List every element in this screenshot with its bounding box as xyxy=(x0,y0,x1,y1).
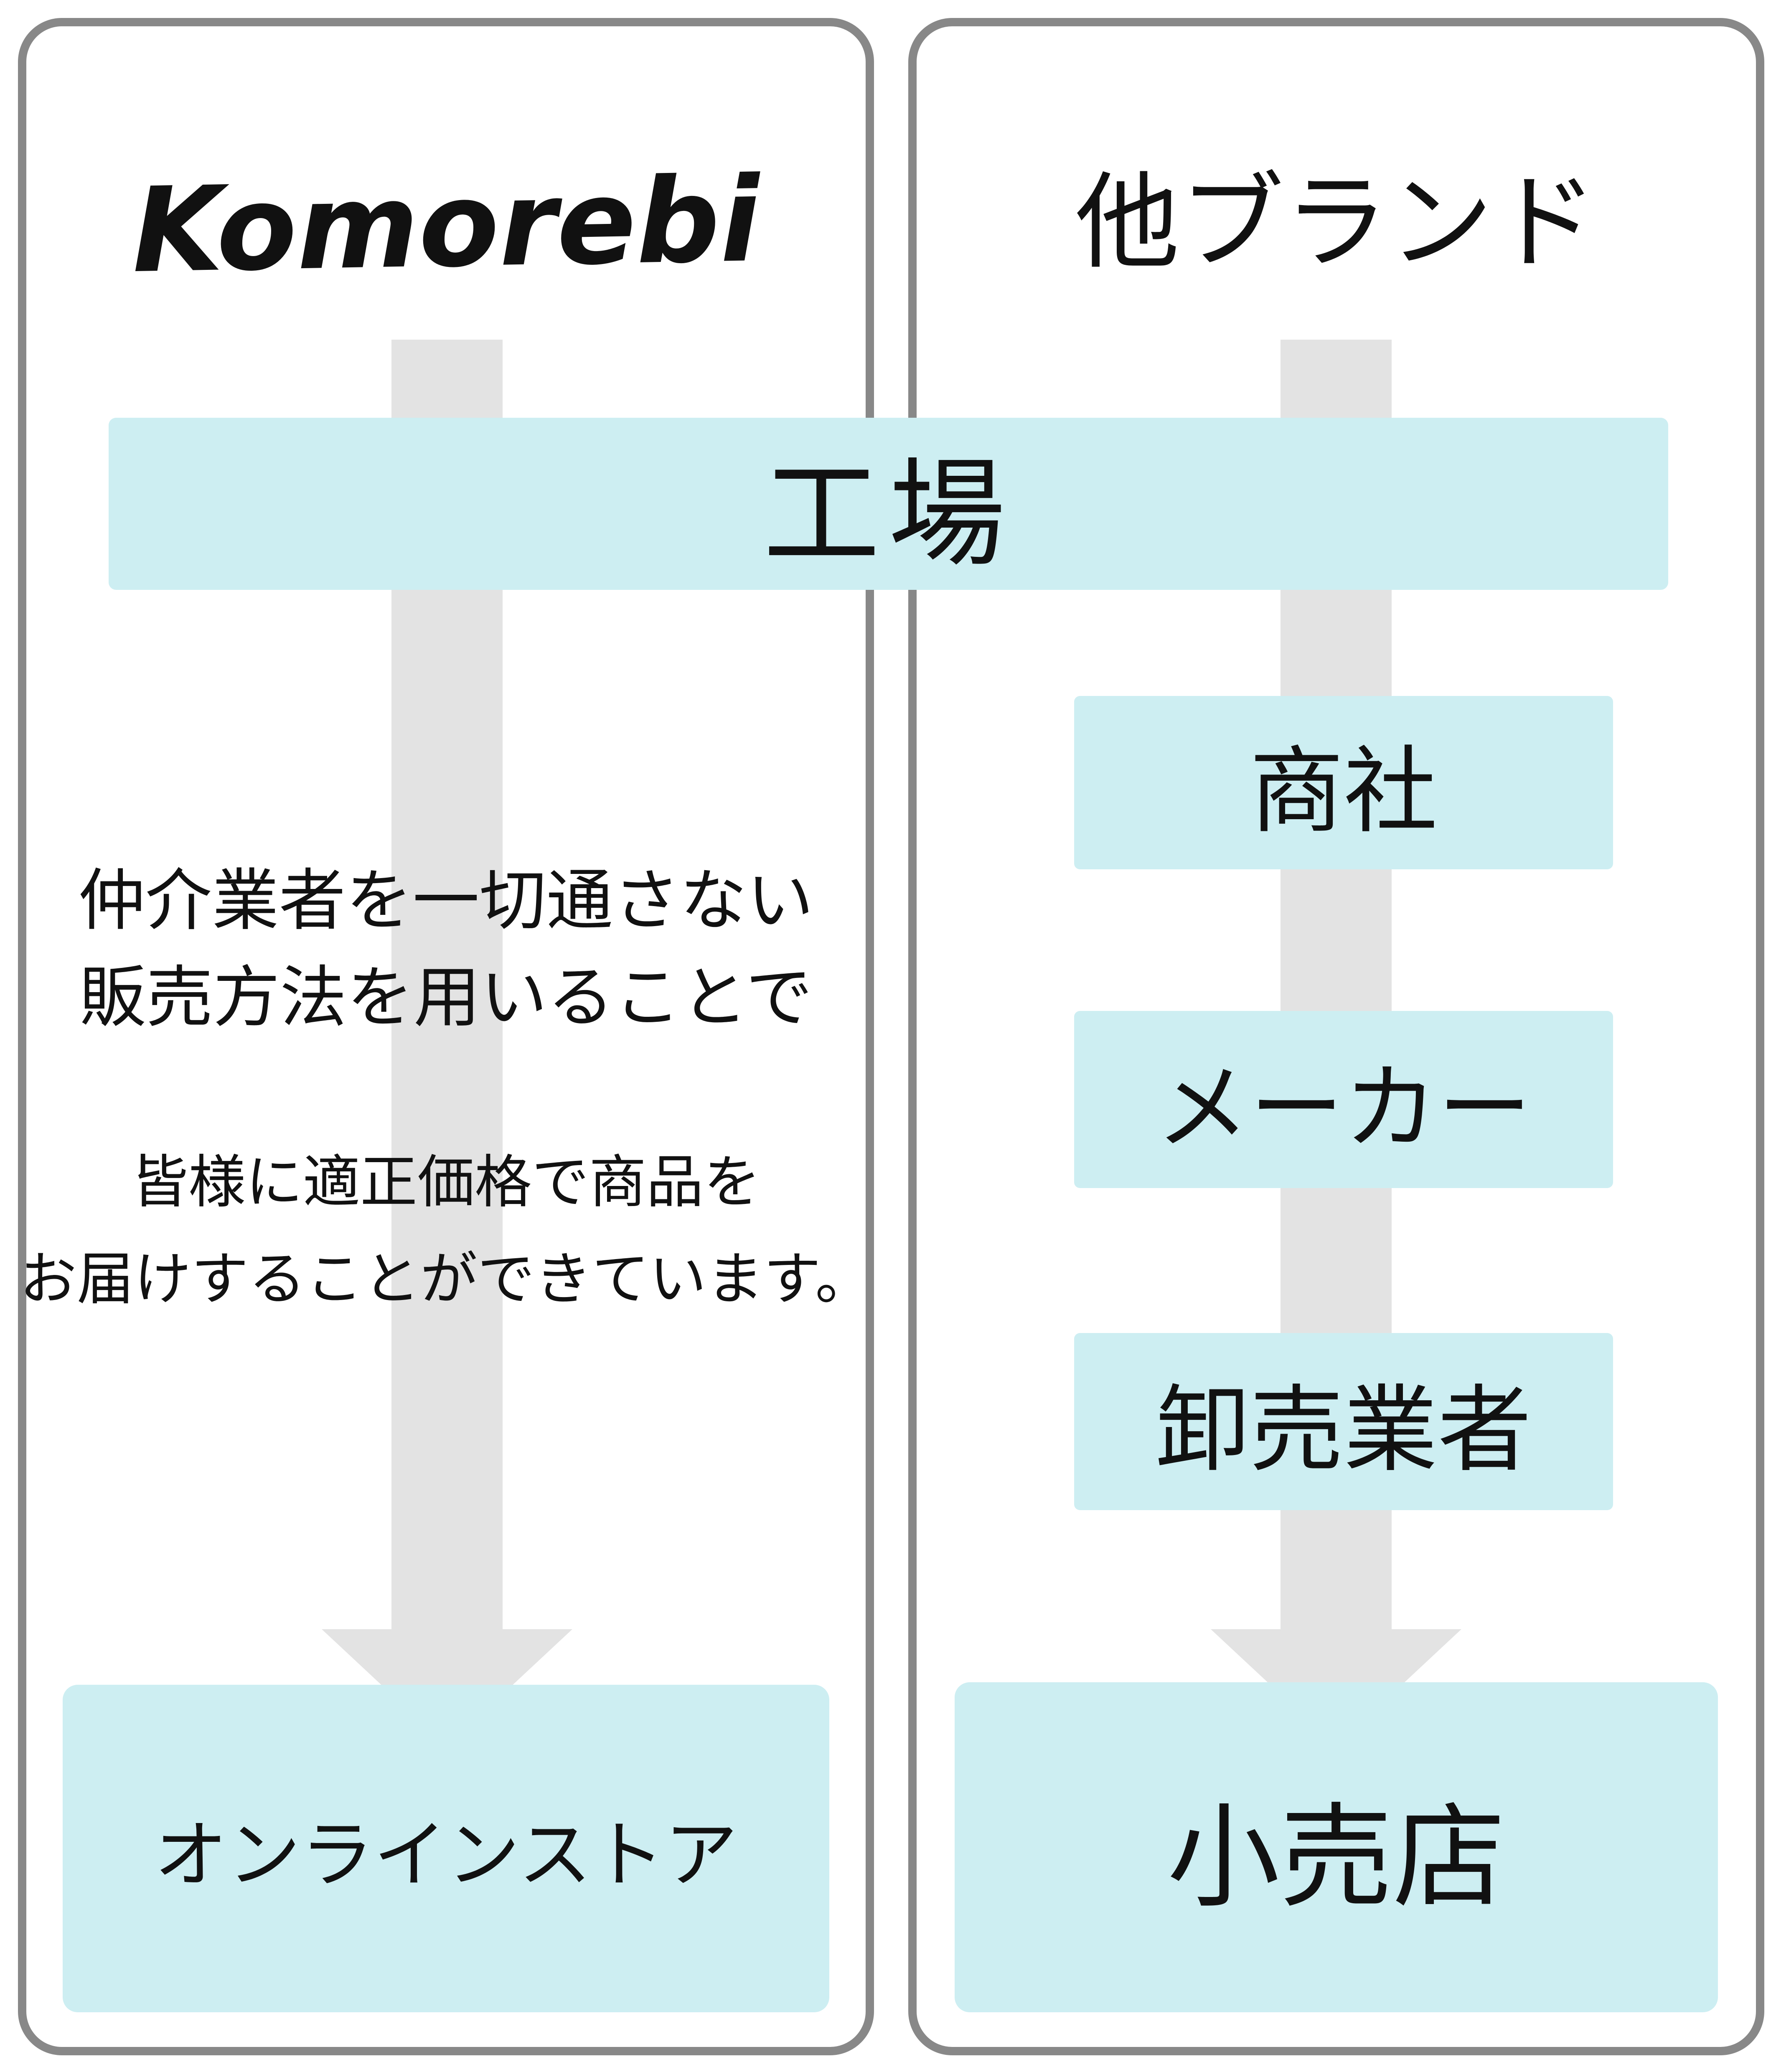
fair-price-note: 皆様に適正価格で商品を お届けすることができています。 xyxy=(18,1134,874,1328)
factory-bar: 工場 xyxy=(109,418,1668,590)
note-line: 仲介業者を一切通さない xyxy=(78,863,814,938)
direct-sales-note: 仲介業者を一切通さない 販売方法を用いることで xyxy=(18,852,874,1046)
note-line: 皆様に適正価格で商品を xyxy=(131,1150,761,1214)
online-store-box: オンラインストア xyxy=(63,1685,829,2012)
komorebi-brand-title: Komorebi xyxy=(131,152,761,300)
retail-store-box: 小売店 xyxy=(955,1682,1718,2012)
note-line: 販売方法を用いることで xyxy=(79,960,813,1035)
note-line: お届けすることができています。 xyxy=(19,1247,873,1311)
other-brands-title: 他ブランド xyxy=(1075,164,1598,281)
step-box-trading-company: 商社 xyxy=(1074,696,1613,869)
step-box-manufacturer: メーカー xyxy=(1074,1011,1613,1188)
step-box-wholesaler: 卸売業者 xyxy=(1074,1333,1613,1510)
